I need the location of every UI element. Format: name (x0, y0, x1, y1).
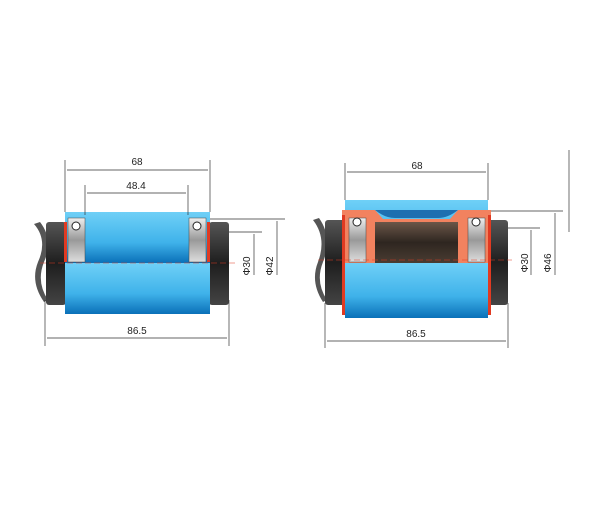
right-outer-diameter-label: Φ46 (543, 253, 554, 273)
left-inner-diameter-label: Φ30 (242, 256, 253, 276)
right-cup (209, 222, 229, 305)
left-inner-width-label: 48.4 (126, 181, 146, 192)
left-cup (46, 222, 66, 305)
right-bottom-bracket: 68 86.5 Φ30 Φ46 (313, 150, 570, 348)
left-bearing (67, 217, 86, 263)
dimension-lines (324, 150, 570, 348)
left-outer-diameter-label: Φ42 (265, 256, 276, 276)
right-cup (487, 220, 508, 305)
left-cup (325, 220, 346, 305)
right-bearing (188, 217, 207, 263)
shell-bottom (65, 263, 210, 314)
crank-arm-left (34, 222, 49, 302)
right-inner-diameter-label: Φ30 (520, 253, 531, 273)
left-bottom-bracket: 68 48.4 86.5 Φ30 Φ42 (34, 157, 285, 346)
shell-bottom (345, 263, 488, 318)
axle (375, 222, 458, 263)
dimension-lines (44, 160, 285, 346)
left-shell-width-label: 68 (131, 157, 143, 168)
right-shell-width-label: 68 (411, 161, 423, 172)
shell-top (65, 212, 210, 263)
left-overall-width-label: 86.5 (127, 326, 147, 337)
right-overall-width-label: 86.5 (406, 329, 426, 340)
